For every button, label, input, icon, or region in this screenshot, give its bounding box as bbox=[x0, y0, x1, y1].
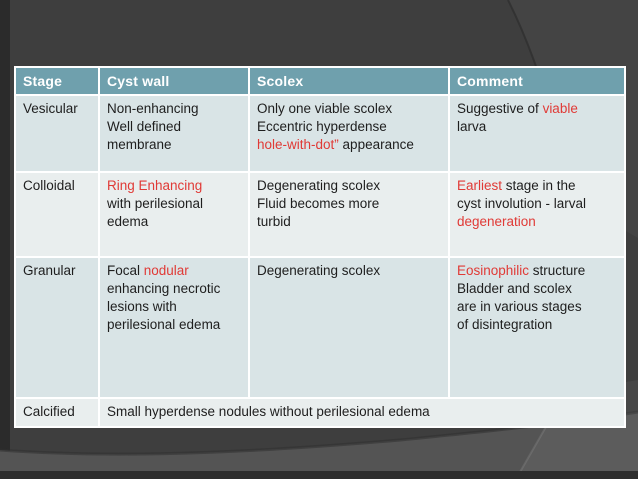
highlighted-text-segment: Ring Enhancing bbox=[107, 178, 203, 193]
cell-colloidal-stage: Colloidal bbox=[14, 171, 100, 258]
header-cell-stage: Stage bbox=[14, 66, 100, 96]
table-row-granular: Granular Focal nodular enhancing necroti… bbox=[14, 256, 626, 399]
cysticercosis-stages-table: Stage Cyst wall Scolex Comment Vesicular… bbox=[14, 66, 626, 428]
text-segment: appearance bbox=[338, 137, 414, 152]
text-segment: Degenerating scolex Fluid becomes more t… bbox=[257, 178, 381, 229]
bottom-swoosh-band bbox=[0, 412, 638, 474]
text-segment: Vesicular bbox=[23, 101, 78, 116]
text-segment: Focal bbox=[107, 263, 144, 278]
text-segment: Degenerating scolex bbox=[257, 263, 381, 278]
table-row-calcified: Calcified Small hyperdense nodules witho… bbox=[14, 397, 626, 428]
cell-granular-cyst-wall: Focal nodular enhancing necrotic lesions… bbox=[98, 256, 250, 399]
text-segment: Colloidal bbox=[23, 178, 75, 193]
cell-granular-stage: Granular bbox=[14, 256, 100, 399]
table-header-row: Stage Cyst wall Scolex Comment bbox=[14, 66, 626, 96]
cell-calcified-description: Small hyperdense nodules without periles… bbox=[98, 397, 626, 428]
table-row-colloidal: Colloidal Ring Enhancing with perilesion… bbox=[14, 171, 626, 258]
highlighted-text-segment: Eosinophilic bbox=[457, 263, 530, 278]
left-edge-strip bbox=[0, 0, 10, 479]
text-segment: structure Bladder and scolex are in vari… bbox=[457, 263, 586, 332]
text-segment: Calcified bbox=[23, 404, 75, 419]
highlighted-text-segment: hole-with-dot” bbox=[257, 137, 339, 152]
cell-granular-comment: Eosinophilic structure Bladder and scole… bbox=[448, 256, 626, 399]
header-cell-scolex: Scolex bbox=[248, 66, 450, 96]
text-segment: Granular bbox=[23, 263, 76, 278]
highlighted-text-segment: degeneration bbox=[457, 214, 536, 229]
cell-colloidal-comment: Earliest stage in the cyst involution - … bbox=[448, 171, 626, 258]
cell-colloidal-cyst-wall: Ring Enhancing with perilesional edema bbox=[98, 171, 250, 258]
bottom-edge-strip bbox=[0, 471, 638, 479]
highlighted-text-segment: nodular bbox=[143, 263, 189, 278]
text-segment: with perilesional edema bbox=[107, 196, 204, 229]
cell-vesicular-stage: Vesicular bbox=[14, 94, 100, 173]
text-segment: larva bbox=[457, 119, 487, 134]
cell-granular-scolex: Degenerating scolex bbox=[248, 256, 450, 399]
text-segment: enhancing necrotic lesions with perilesi… bbox=[107, 281, 221, 332]
text-segment: Small hyperdense nodules without periles… bbox=[107, 404, 430, 419]
text-segment: Suggestive of bbox=[457, 101, 543, 116]
text-segment: Non-enhancing Well defined membrane bbox=[107, 101, 199, 152]
text-segment: stage in the cyst involution - larval bbox=[457, 178, 587, 211]
highlighted-text-segment: viable bbox=[542, 101, 578, 116]
header-cell-cyst-wall: Cyst wall bbox=[98, 66, 250, 96]
cell-vesicular-comment: Suggestive of viable larva bbox=[448, 94, 626, 173]
highlighted-text-segment: Earliest bbox=[457, 178, 503, 193]
cell-calcified-stage: Calcified bbox=[14, 397, 100, 428]
cell-colloidal-scolex: Degenerating scolex Fluid becomes more t… bbox=[248, 171, 450, 258]
cell-vesicular-scolex: Only one viable scolex Eccentric hyperde… bbox=[248, 94, 450, 173]
cell-vesicular-cyst-wall: Non-enhancing Well defined membrane bbox=[98, 94, 250, 173]
text-segment: Only one viable scolex Eccentric hyperde… bbox=[257, 101, 393, 134]
table-row-vesicular: Vesicular Non-enhancing Well defined mem… bbox=[14, 94, 626, 173]
header-cell-comment: Comment bbox=[448, 66, 626, 96]
